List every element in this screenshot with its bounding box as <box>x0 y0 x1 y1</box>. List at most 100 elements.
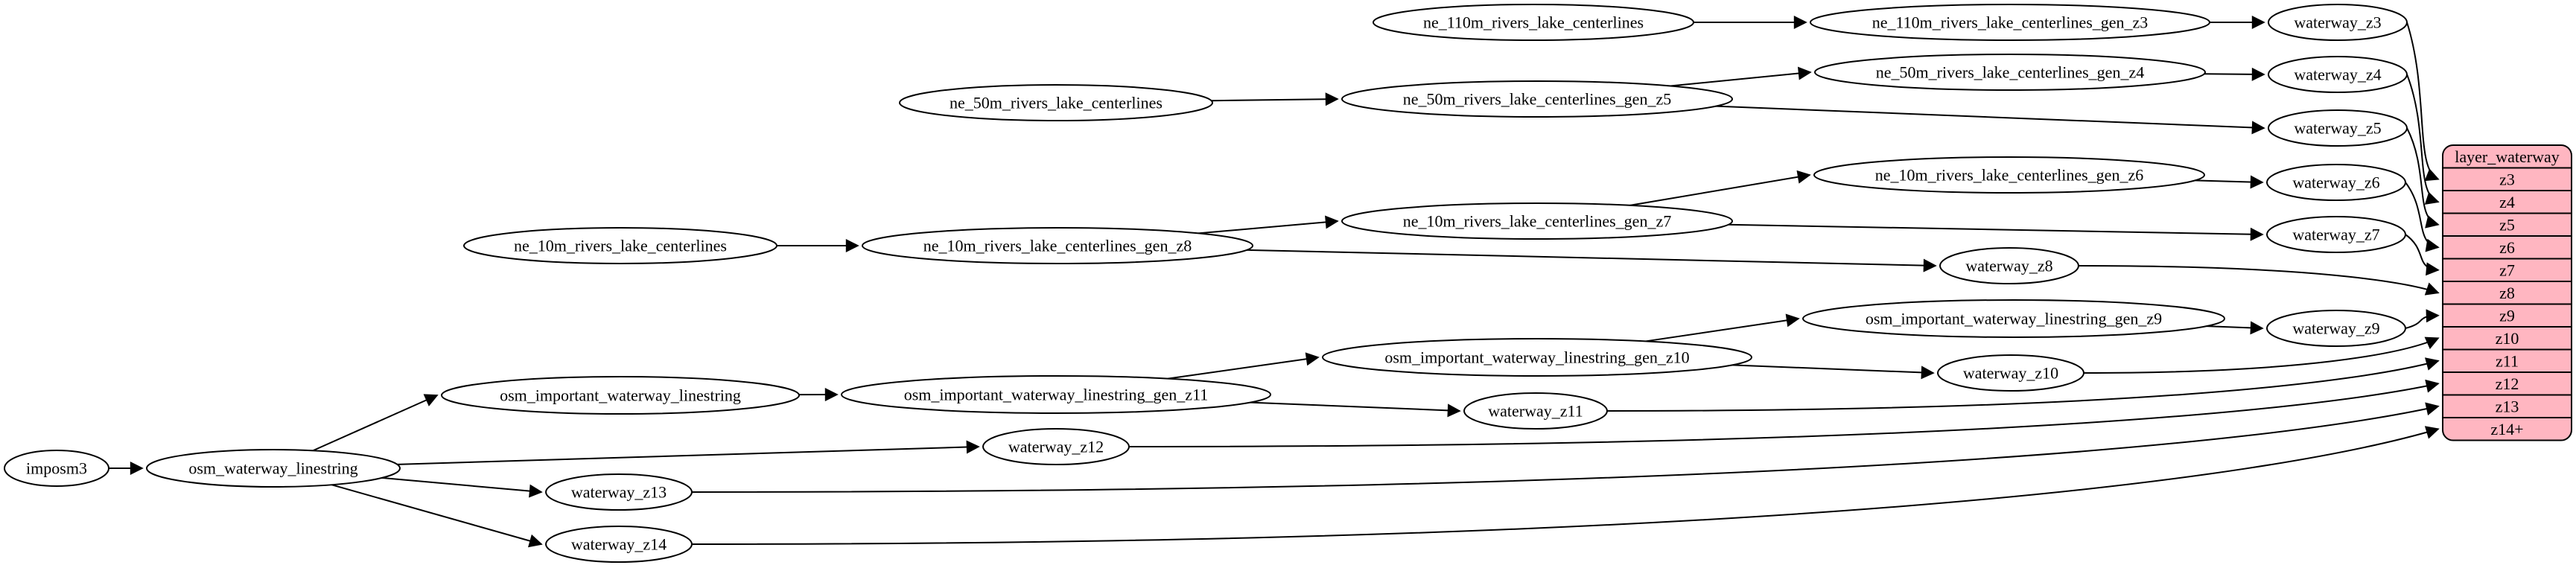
node-waterway-z9: waterway_z9 <box>2266 310 2406 347</box>
node-shape-waterway-z7 <box>2266 216 2406 253</box>
node-shape-ne-10m-rivers-lake-centerlines-gen-z6 <box>1813 156 2205 194</box>
node-waterway-z7: waterway_z7 <box>2266 216 2406 253</box>
node-shape-waterway-z12 <box>982 428 1130 465</box>
edge-ne-10m-rivers-lake-centerlines-gen-z7-to-waterway-z7 <box>1728 223 2264 241</box>
edge-ne-50m-rivers-lake-centerlines-to-ne-50m-rivers-lake-centerlines-gen-z5 <box>1211 92 1339 106</box>
node-shape-osm-important-waterway-linestring <box>441 376 800 415</box>
node-imposm3: imposm3 <box>4 450 109 487</box>
node-label-ne-10m-rivers-lake-centerlines-gen-z6: ne_10m_rivers_lake_centerlines_gen_z6 <box>1875 166 2143 185</box>
edge-waterway-z5-to-layer-waterway-z5 <box>2406 127 2440 229</box>
node-shape-ne-50m-rivers-lake-centerlines-gen-z4 <box>1814 54 2206 91</box>
node-waterway-z13: waterway_z13 <box>545 473 693 511</box>
record-row-z6: z6 <box>2499 238 2515 257</box>
edge-ne-10m-rivers-lake-centerlines-gen-z8-to-waterway-z8 <box>1247 249 1937 272</box>
edge-osm-important-waterway-linestring-gen-z11-to-osm-important-waterway-linestring-gen-z10 <box>1168 352 1320 380</box>
record-layer: layer_waterwayz3z4z5z6z7z8z9z10z11z12z13… <box>2442 144 2572 441</box>
record-title: layer_waterway <box>2455 147 2559 166</box>
node-label-waterway-z8: waterway_z8 <box>1965 257 2052 275</box>
node-waterway-z6: waterway_z6 <box>2266 164 2406 201</box>
edge-waterway-z14-to-layer-waterway-z14plus <box>691 426 2440 545</box>
node-waterway-z14: waterway_z14 <box>545 526 693 563</box>
node-shape-waterway-z6 <box>2266 164 2406 201</box>
node-osm-important-waterway-linestring-gen-z11: osm_important_waterway_linestring_gen_z1… <box>841 375 1271 414</box>
node-label-osm-important-waterway-linestring: osm_important_waterway_linestring <box>500 386 741 405</box>
node-ne-10m-rivers-lake-centerlines-gen-z8: ne_10m_rivers_lake_centerlines_gen_z8 <box>862 227 1253 264</box>
node-shape-waterway-z14 <box>545 526 693 563</box>
node-shape-ne-10m-rivers-lake-centerlines <box>463 227 777 264</box>
node-label-waterway-z11: waterway_z11 <box>1488 402 1583 421</box>
record-row-z8: z8 <box>2499 284 2515 302</box>
record-row-z13: z13 <box>2496 397 2519 415</box>
node-shape-waterway-z5 <box>2268 109 2408 147</box>
node-label-waterway-z10: waterway_z10 <box>1963 364 2058 383</box>
record-row-z7: z7 <box>2499 261 2515 279</box>
node-label-osm-important-waterway-linestring-gen-z9: osm_important_waterway_linestring_gen_z9 <box>1866 310 2162 328</box>
node-label-osm-important-waterway-linestring-gen-z10: osm_important_waterway_linestring_gen_z1… <box>1384 348 1689 367</box>
node-shape-waterway-z10 <box>1937 354 2084 392</box>
node-shape-osm-important-waterway-linestring-gen-z9 <box>1802 299 2225 338</box>
node-ne-10m-rivers-lake-centerlines: ne_10m_rivers_lake_centerlines <box>463 227 777 264</box>
node-shape-imposm3 <box>4 450 109 487</box>
node-shape-waterway-z11 <box>1463 392 1608 430</box>
node-label-waterway-z9: waterway_z9 <box>2292 319 2379 338</box>
node-label-ne-10m-rivers-lake-centerlines: ne_10m_rivers_lake_centerlines <box>514 237 727 255</box>
node-shape-waterway-z3 <box>2268 4 2408 41</box>
edge-waterway-z3-to-layer-waterway-z3 <box>2406 22 2440 182</box>
node-ne-10m-rivers-lake-centerlines-gen-z6: ne_10m_rivers_lake_centerlines_gen_z6 <box>1813 156 2205 194</box>
edge-waterway-z8-to-layer-waterway-z8 <box>2078 265 2440 296</box>
node-waterway-z4: waterway_z4 <box>2268 56 2408 93</box>
node-shape-waterway-z4 <box>2268 56 2408 93</box>
node-label-osm-waterway-linestring: osm_waterway_linestring <box>188 459 357 478</box>
edge-waterway-z10-to-layer-waterway-z10 <box>2083 336 2440 374</box>
edge-waterway-z7-to-layer-waterway-z7 <box>2405 234 2440 276</box>
node-waterway-z3: waterway_z3 <box>2268 4 2408 41</box>
node-label-osm-important-waterway-linestring-gen-z11: osm_important_waterway_linestring_gen_z1… <box>904 386 1209 404</box>
node-label-waterway-z4: waterway_z4 <box>2294 66 2381 84</box>
node-waterway-z8: waterway_z8 <box>1939 247 2079 284</box>
node-label-waterway-z7: waterway_z7 <box>2292 226 2379 244</box>
record-row-z5: z5 <box>2499 215 2515 234</box>
edge-ne-10m-rivers-lake-centerlines-gen-z6-to-waterway-z6 <box>2195 175 2264 189</box>
node-shape-osm-important-waterway-linestring-gen-z10 <box>1322 338 1752 377</box>
node-label-ne-10m-rivers-lake-centerlines-gen-z8: ne_10m_rivers_lake_centerlines_gen_z8 <box>923 237 1192 255</box>
edge-waterway-z6-to-layer-waterway-z6 <box>2405 182 2440 252</box>
node-label-waterway-z14: waterway_z14 <box>571 535 667 554</box>
node-shape-ne-110m-rivers-lake-centerlines <box>1373 4 1694 41</box>
node-ne-10m-rivers-lake-centerlines-gen-z7: ne_10m_rivers_lake_centerlines_gen_z7 <box>1341 202 1733 240</box>
node-label-ne-50m-rivers-lake-centerlines: ne_50m_rivers_lake_centerlines <box>950 94 1163 112</box>
node-osm-waterway-linestring: osm_waterway_linestring <box>146 449 401 488</box>
edge-waterway-z4-to-layer-waterway-z4 <box>2406 74 2440 205</box>
node-shape-waterway-z9 <box>2266 310 2406 347</box>
node-label-imposm3: imposm3 <box>26 459 87 478</box>
edge-osm-waterway-linestring-to-waterway-z14 <box>331 484 543 548</box>
node-osm-important-waterway-linestring-gen-z10: osm_important_waterway_linestring_gen_z1… <box>1322 338 1752 377</box>
node-label-ne-110m-rivers-lake-centerlines: ne_110m_rivers_lake_centerlines <box>1423 13 1644 32</box>
node-label-waterway-z6: waterway_z6 <box>2292 173 2379 192</box>
node-label-waterway-z5: waterway_z5 <box>2294 119 2381 138</box>
edge-osm-waterway-linestring-to-waterway-z13 <box>381 476 543 498</box>
edge-ne-50m-rivers-lake-centerlines-gen-z5-to-waterway-z5 <box>1716 105 2265 135</box>
edge-waterway-z13-to-layer-waterway-z13 <box>691 402 2440 493</box>
node-label-ne-110m-rivers-lake-centerlines-gen-z3: ne_110m_rivers_lake_centerlines_gen_z3 <box>1872 13 2149 32</box>
record-layer-waterway: layer_waterwayz3z4z5z6z7z8z9z10z11z12z13… <box>2442 144 2572 441</box>
node-shape-waterway-z8 <box>1939 247 2079 284</box>
node-shape-ne-50m-rivers-lake-centerlines <box>899 84 1213 121</box>
node-shape-ne-10m-rivers-lake-centerlines-gen-z7 <box>1341 202 1733 240</box>
record-body <box>2442 144 2572 441</box>
edge-osm-waterway-linestring-to-waterway-z12 <box>397 440 980 465</box>
record-row-z11: z11 <box>2496 351 2519 370</box>
node-osm-important-waterway-linestring: osm_important_waterway_linestring <box>441 376 800 415</box>
node-ne-110m-rivers-lake-centerlines-gen-z3: ne_110m_rivers_lake_centerlines_gen_z3 <box>1810 4 2210 41</box>
edge-osm-important-waterway-linestring-gen-z10-to-waterway-z10 <box>1732 364 1935 380</box>
node-shape-osm-important-waterway-linestring-gen-z11 <box>841 375 1271 414</box>
edge-waterway-z9-to-layer-waterway-z9 <box>2405 309 2440 329</box>
node-ne-110m-rivers-lake-centerlines: ne_110m_rivers_lake_centerlines <box>1373 4 1694 41</box>
node-label-ne-50m-rivers-lake-centerlines-gen-z4: ne_50m_rivers_lake_centerlines_gen_z4 <box>1876 63 2144 82</box>
edge-osm-important-waterway-linestring-gen-z9-to-waterway-z9 <box>2206 321 2264 335</box>
edge-waterway-z11-to-layer-waterway-z11 <box>1606 357 2440 412</box>
edge-osm-important-waterway-linestring-gen-z10-to-osm-important-waterway-linestring-gen-z9 <box>1645 313 1800 342</box>
node-shape-osm-waterway-linestring <box>146 449 401 488</box>
node-ne-50m-rivers-lake-centerlines-gen-z4: ne_50m_rivers_lake_centerlines_gen_z4 <box>1814 54 2206 91</box>
